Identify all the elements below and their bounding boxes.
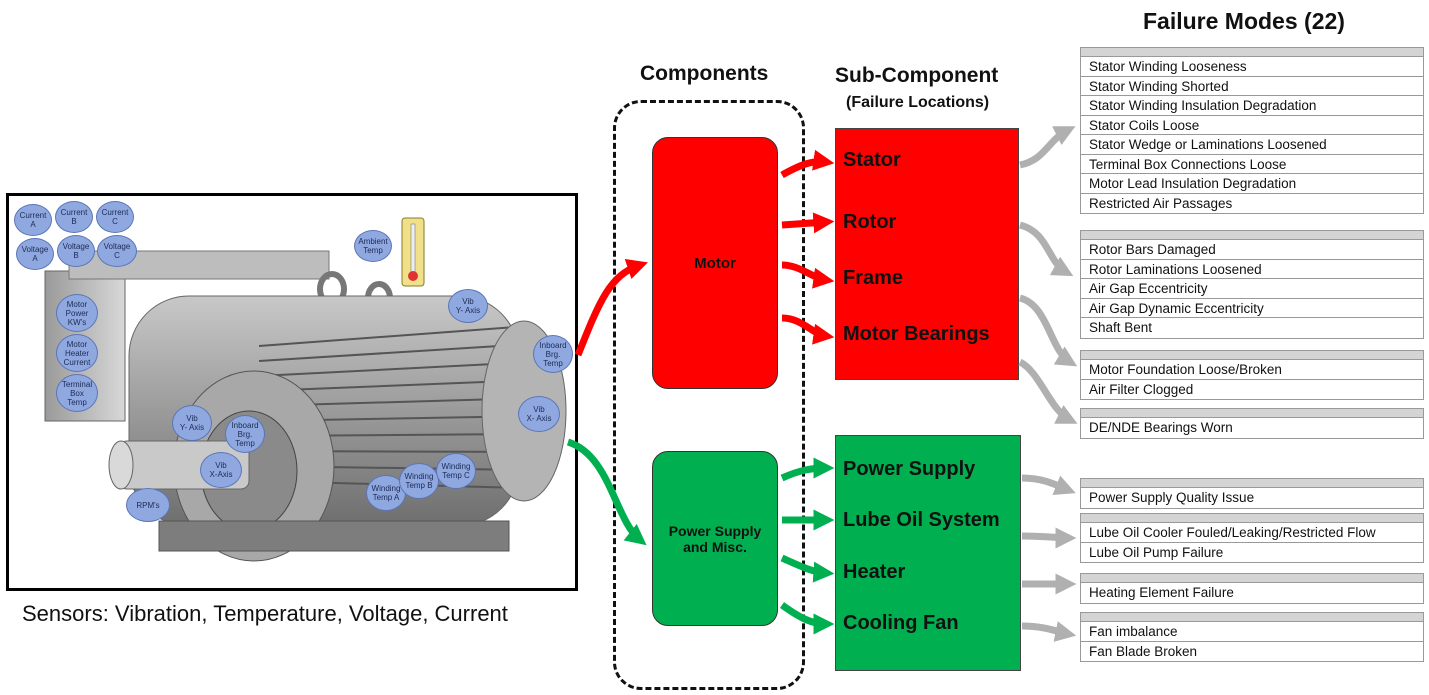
failure-mode-item: Heating Element Failure <box>1089 585 1234 600</box>
sensor-current-c: Current C <box>96 201 134 233</box>
failure-modes-lube-oil: Lube Oil Cooler Fouled/Leaking/Restricte… <box>1080 513 1424 563</box>
sub-lube-oil-system: Lube Oil System <box>843 509 1000 531</box>
component-power-supply-box: Power Supply and Misc. <box>652 451 778 626</box>
components-group-outline <box>613 100 805 690</box>
sub-heater: Heater <box>843 561 906 583</box>
failure-modes-heater: Heating Element Failure <box>1080 573 1424 604</box>
arrow-frame-fm <box>1018 294 1078 367</box>
arrow-power-supply-fm <box>1021 474 1076 496</box>
failure-mode-item: Rotor Bars Damaged <box>1081 240 1423 260</box>
sensors-caption: Sensors: Vibration, Temperature, Voltage… <box>22 601 508 626</box>
arrow-fan-fm <box>1021 621 1077 642</box>
sub-power-supply: Power Supply <box>843 458 976 480</box>
sub-stator: Stator <box>843 149 901 171</box>
sub-frame: Frame <box>843 267 904 289</box>
sensor-voltage-b: Voltage B <box>57 235 95 267</box>
arrow-power-supply <box>780 457 835 482</box>
failure-mode-item: Air Filter Clogged <box>1089 381 1194 397</box>
sensor-inboard-brg-temp-front: Inboard Brg. Temp <box>225 415 265 453</box>
sensor-rpm: RPM's <box>126 488 170 522</box>
sensor-current-a: Current A <box>14 204 52 236</box>
arrow-power-to-component <box>566 438 647 546</box>
failure-mode-item: Lube Oil Pump Failure <box>1089 544 1224 560</box>
failure-modes-stator: Stator Winding Looseness Stator Winding … <box>1080 47 1424 214</box>
sub-component-heading: Sub-Component <box>835 64 999 87</box>
arrow-lube-fm <box>1021 527 1077 549</box>
sub-cooling-fan: Cooling Fan <box>843 612 959 634</box>
arrow-motor-stator <box>780 149 835 179</box>
failure-mode-item: Stator Winding Shorted <box>1081 77 1423 96</box>
arrow-motor-bearings <box>781 314 835 345</box>
failure-mode-item: Rotor Laminations Loosened <box>1081 260 1423 279</box>
failure-modes-heading: Failure Modes (22) <box>1143 8 1345 34</box>
arrow-motor-frame <box>781 261 835 289</box>
failure-modes-bearings: DE/NDE Bearings Worn <box>1080 408 1424 439</box>
failure-mode-item: Stator Winding Looseness <box>1081 57 1423 77</box>
sensor-voltage-c: Voltage C <box>97 235 137 267</box>
failure-mode-item: Stator Winding Insulation Degradation <box>1081 96 1423 116</box>
failure-modes-frame: Motor Foundation Loose/Broken Air Filter… <box>1080 350 1424 400</box>
sensor-vib-y-axis-front: Vib Y- Axis <box>172 405 212 441</box>
arrow-bearings-fm <box>1018 358 1078 424</box>
failure-modes-cooling-fan: Fan imbalance Fan Blade Broken <box>1080 612 1424 662</box>
failure-mode-item: Motor Lead Insulation Degradation <box>1081 174 1423 194</box>
sensor-terminal-box-temp: Terminal Box Temp <box>56 374 98 412</box>
sensor-vib-x-axis-right: Vib X- Axis <box>518 396 560 432</box>
motor-subcomponents-box <box>835 128 1019 380</box>
arrow-stator-fm <box>1019 126 1076 169</box>
sensor-vib-y-axis-top: Vib Y- Axis <box>448 289 488 323</box>
failure-mode-item: Stator Wedge or Laminations Loosened <box>1081 135 1423 155</box>
sensor-motor-power: Motor Power KW's <box>56 294 98 332</box>
failure-mode-item: Shaft Bent <box>1089 320 1153 335</box>
sensor-motor-heater-current: Motor Heater Current <box>56 334 98 372</box>
sensor-ambient-temp: Ambient Temp <box>354 230 392 262</box>
sub-rotor: Rotor <box>843 211 897 233</box>
arrow-motor-rotor <box>781 212 835 234</box>
sensor-voltage-a: Voltage A <box>16 238 54 270</box>
sensor-vib-x-axis-front: Vib X-Axis <box>200 452 242 488</box>
failure-mode-item: Fan Blade Broken <box>1089 643 1198 659</box>
failure-mode-item: Stator Coils Loose <box>1081 116 1423 135</box>
failure-mode-item: Fan imbalance <box>1081 622 1423 642</box>
failure-mode-item: Terminal Box Connections Loose <box>1081 155 1423 174</box>
failure-mode-item: Air Gap Dynamic Eccentricity <box>1081 299 1423 318</box>
arrow-motor-to-component <box>574 259 648 357</box>
sensor-winding-temp-b: Winding Temp B <box>399 463 439 499</box>
arrow-rotor-fm <box>1018 221 1074 277</box>
failure-modes-rotor: Rotor Bars Damaged Rotor Laminations Loo… <box>1080 230 1424 339</box>
sensor-winding-temp-c: Winding Temp C <box>436 453 476 489</box>
failure-mode-item: Motor Foundation Loose/Broken <box>1081 360 1423 380</box>
failure-modes-power-supply: Power Supply Quality Issue <box>1080 478 1424 509</box>
component-motor-box: Motor <box>652 137 778 389</box>
failure-mode-item: Air Gap Eccentricity <box>1081 279 1423 299</box>
failure-locations-subheading: (Failure Locations) <box>846 94 990 111</box>
failure-mode-item: Restricted Air Passages <box>1089 195 1233 211</box>
failure-mode-item: Power Supply Quality Issue <box>1089 490 1255 505</box>
sensor-current-b: Current B <box>55 201 93 233</box>
components-heading: Components <box>640 62 769 85</box>
arrow-power-fan <box>779 602 835 635</box>
sensor-inboard-brg-temp-right: Inboard Brg. Temp <box>533 335 573 373</box>
sub-motor-bearings: Motor Bearings <box>843 323 990 345</box>
arrow-power-heater <box>780 554 835 583</box>
failure-mode-item: Lube Oil Cooler Fouled/Leaking/Restricte… <box>1081 523 1423 543</box>
power-subcomponents-box <box>835 435 1021 671</box>
failure-mode-item: DE/NDE Bearings Worn <box>1089 420 1233 435</box>
